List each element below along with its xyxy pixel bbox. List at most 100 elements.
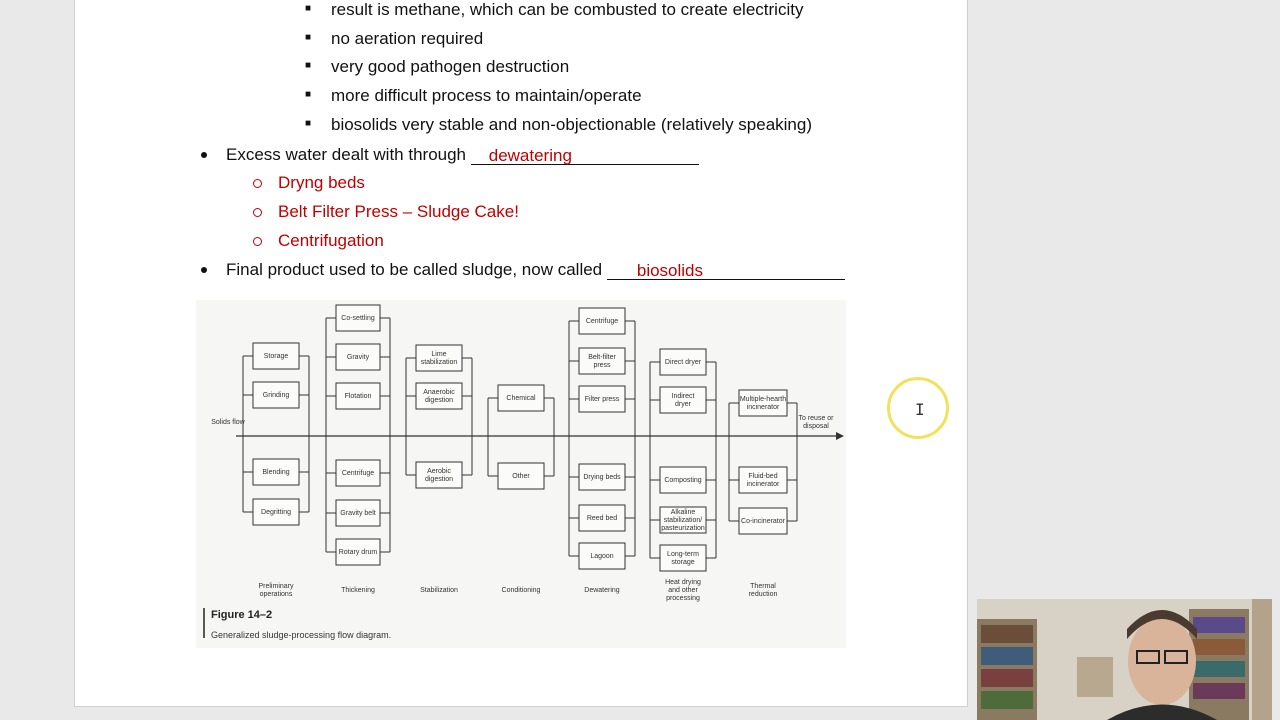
process-box-label: storage	[671, 559, 694, 566]
process-box-label: Direct dryer	[665, 359, 702, 366]
process-box-label: dryer	[675, 401, 692, 408]
process-box	[335, 538, 381, 566]
output-label: To reuse or	[798, 415, 834, 422]
process-box	[335, 304, 381, 332]
square-bullet-marker: ■	[305, 60, 312, 71]
process-box-label: Belt-filter	[588, 354, 616, 361]
figure-caption-text: Generalized sludge-processing flow diagr…	[211, 630, 391, 640]
process-box	[659, 466, 707, 494]
column-label: Stabilization	[420, 587, 458, 594]
process-box	[578, 463, 626, 491]
process-box	[497, 462, 545, 490]
process-box-label: Reed bed	[587, 515, 617, 522]
answer-biosolids: biosolids	[636, 261, 704, 280]
process-box-label: Chemical	[506, 395, 536, 402]
square-bullet-marker: ■	[305, 118, 312, 129]
process-box	[252, 342, 300, 370]
process-box-label: Anaerobic	[423, 389, 455, 396]
process-box-label: press	[593, 362, 611, 369]
square-bullet-marker: ■	[305, 3, 312, 14]
circle-bullet-marker	[253, 208, 262, 217]
process-box	[335, 343, 381, 371]
circle-bullet-marker	[253, 179, 262, 188]
process-box-label: Grinding	[263, 392, 290, 399]
process-box	[415, 344, 463, 372]
square-bullet-marker: ■	[305, 89, 312, 100]
process-box-label: Flotation	[345, 393, 372, 400]
process-box	[415, 382, 463, 410]
presenter-video	[977, 599, 1272, 720]
column-label: reduction	[749, 591, 778, 598]
subbullet-item: result is methane, which can be combuste…	[331, 0, 804, 19]
column-label: and other	[668, 587, 698, 594]
process-box	[252, 458, 300, 486]
process-box	[659, 544, 707, 572]
dewatering-method-item: Belt Filter Press – Sludge Cake!	[278, 202, 519, 221]
circle-bullet-marker	[253, 237, 262, 246]
flow-arrow-icon	[836, 432, 844, 440]
column-label: Heat drying	[665, 579, 701, 586]
process-box	[415, 461, 463, 489]
process-box-label: stabilization/	[664, 517, 703, 524]
process-box	[578, 347, 626, 375]
process-box-label: Co-settling	[341, 315, 375, 322]
process-box	[659, 506, 707, 534]
column-label: Thickening	[341, 587, 375, 594]
bullet-text: Final product used to be called sludge, …	[226, 260, 607, 279]
process-box	[578, 504, 626, 532]
column-label: Conditioning	[502, 587, 541, 594]
dewatering-method-item: Dryng beds	[278, 173, 365, 192]
column-label: operations	[260, 591, 293, 598]
process-box	[738, 389, 788, 417]
figure-caption-title: Figure 14–2	[211, 609, 272, 621]
output-label: disposal	[803, 423, 829, 430]
answer-blank-biosolids: biosolids	[606, 261, 845, 280]
subbullet-item: very good pathogen destruction	[331, 57, 570, 76]
process-box	[738, 507, 788, 535]
process-box	[497, 384, 545, 412]
process-box-label: Indirect	[672, 393, 695, 400]
process-box-label: Rotary drum	[339, 549, 378, 556]
process-box-label: Degritting	[261, 509, 291, 516]
process-box	[578, 385, 626, 413]
process-box-label: Lime	[431, 351, 446, 358]
subbullet-item: more difficult process to maintain/opera…	[331, 86, 642, 105]
process-box	[335, 499, 381, 527]
process-box-label: pasteurization	[661, 525, 705, 532]
process-box	[738, 466, 788, 494]
process-box-label: Co-incinerator	[741, 518, 786, 525]
process-box-label: digestion	[425, 476, 453, 483]
process-box	[252, 381, 300, 409]
process-box-label: digestion	[425, 397, 453, 404]
process-box-label: Drying beds	[583, 474, 621, 481]
process-box-label: Aerobic	[427, 468, 451, 475]
process-box-label: incinerator	[747, 404, 780, 411]
input-label: Solids flow	[211, 419, 245, 426]
process-box-label: Blending	[262, 469, 289, 476]
dewatering-method-item: Centrifugation	[278, 231, 384, 250]
process-box-label: Gravity	[347, 354, 370, 361]
process-box	[578, 307, 626, 335]
process-box-label: Other	[512, 473, 530, 480]
answer-blank-dewatering: dewatering	[470, 146, 699, 165]
process-box-label: Storage	[264, 353, 289, 360]
answer-dewatering: dewatering	[488, 146, 572, 165]
process-box	[252, 498, 300, 526]
process-box-label: Centrifuge	[586, 318, 618, 325]
column-label: Thermal	[750, 583, 776, 590]
process-box-label: Gravity belt	[340, 510, 375, 517]
bullet-excess-water: Excess water dealt with through dewateri…	[226, 145, 699, 165]
process-box	[578, 542, 626, 570]
process-box-label: Lagoon	[590, 553, 613, 560]
square-bullet-marker: ■	[305, 32, 312, 43]
process-box-label: Composting	[664, 477, 701, 484]
column-label: processing	[666, 595, 700, 602]
process-box-label: Alkaline	[671, 509, 696, 516]
column-label: Preliminary	[258, 583, 294, 590]
column-label: Dewatering	[584, 587, 620, 594]
cursor-highlight-ring	[887, 377, 949, 439]
process-box-label: Filter press	[585, 396, 620, 403]
process-box-label: incinerator	[747, 481, 780, 488]
process-box	[335, 382, 381, 410]
